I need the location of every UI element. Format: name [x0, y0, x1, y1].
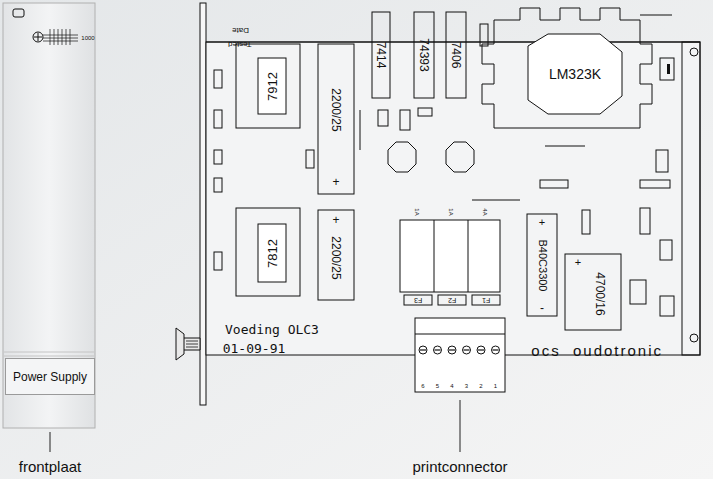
- pin-number: 3: [465, 383, 468, 389]
- pin-number: 4: [450, 383, 453, 389]
- fuse-name: F3: [414, 297, 422, 304]
- box-text: Power Supply: [13, 370, 87, 384]
- fuse-rating: 4A: [482, 208, 488, 215]
- part-label: frontplaat: [19, 459, 82, 474]
- part-label: printconnector: [412, 459, 507, 474]
- polarity-mark: +: [539, 217, 545, 228]
- regulator-type: 7912: [265, 72, 278, 101]
- fuse-rating: 1A: [448, 208, 454, 215]
- fuse-name: F2: [448, 297, 456, 304]
- bridge-type: B40C3300: [537, 239, 548, 291]
- fuse-name: F1: [482, 297, 490, 304]
- test-stamp: Date: [232, 26, 249, 34]
- ic-type: 7406: [450, 42, 462, 69]
- polarity-mark: -: [540, 302, 544, 314]
- pin-number: 1: [494, 383, 497, 389]
- maker-logo: oudotronic: [573, 343, 663, 358]
- capacitor-value: 4700/16: [594, 272, 606, 315]
- board-name: Voeding OLC3: [225, 323, 319, 336]
- board-date: 01-09-91: [223, 342, 286, 355]
- polarity-mark: +: [575, 257, 581, 268]
- pin-number: 2: [479, 383, 482, 389]
- ic-type: 7414: [375, 42, 387, 69]
- test-stamp: Tested: [228, 40, 252, 48]
- pin-number: 5: [436, 383, 439, 389]
- regulator-type: LM323K: [549, 67, 601, 81]
- polarity-mark: +: [332, 176, 339, 188]
- pin-number: 6: [421, 383, 424, 389]
- capacitor-value: 2200/25: [330, 88, 342, 131]
- ic-type: 74393: [418, 38, 430, 71]
- capacitor-value: 2200/25: [330, 236, 342, 279]
- fuse-rating: 1A: [414, 208, 420, 215]
- regulator-type: 7812: [265, 239, 278, 268]
- maker-logo: ocs: [531, 343, 560, 358]
- panel-marking: 1000: [81, 35, 94, 41]
- label-box: Power Supply: [5, 358, 95, 395]
- polarity-mark: +: [332, 214, 339, 226]
